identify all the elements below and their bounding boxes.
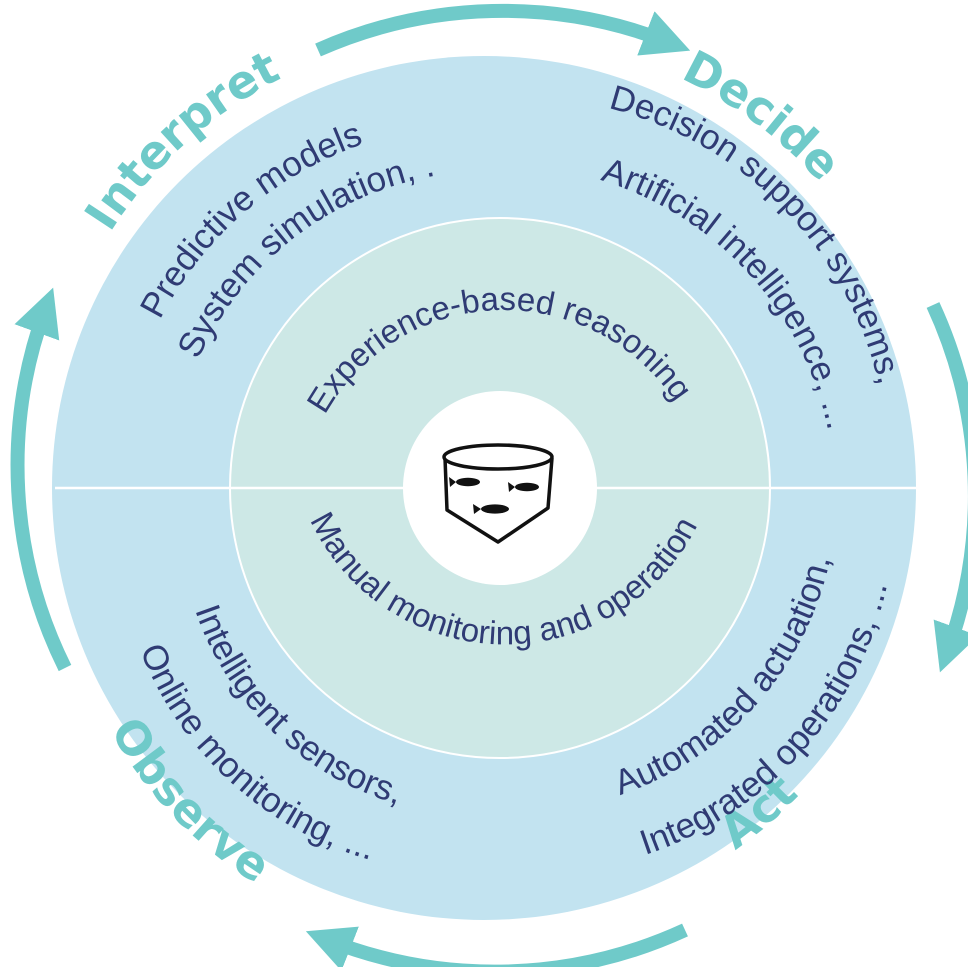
cycle-arrows <box>10 3 968 967</box>
arrow-left-up <box>10 287 72 672</box>
arrow-right-down <box>926 302 968 673</box>
arrow-bottom-left <box>305 923 688 967</box>
fish-tank-icon <box>442 443 554 544</box>
arrow-top-right <box>315 3 691 57</box>
